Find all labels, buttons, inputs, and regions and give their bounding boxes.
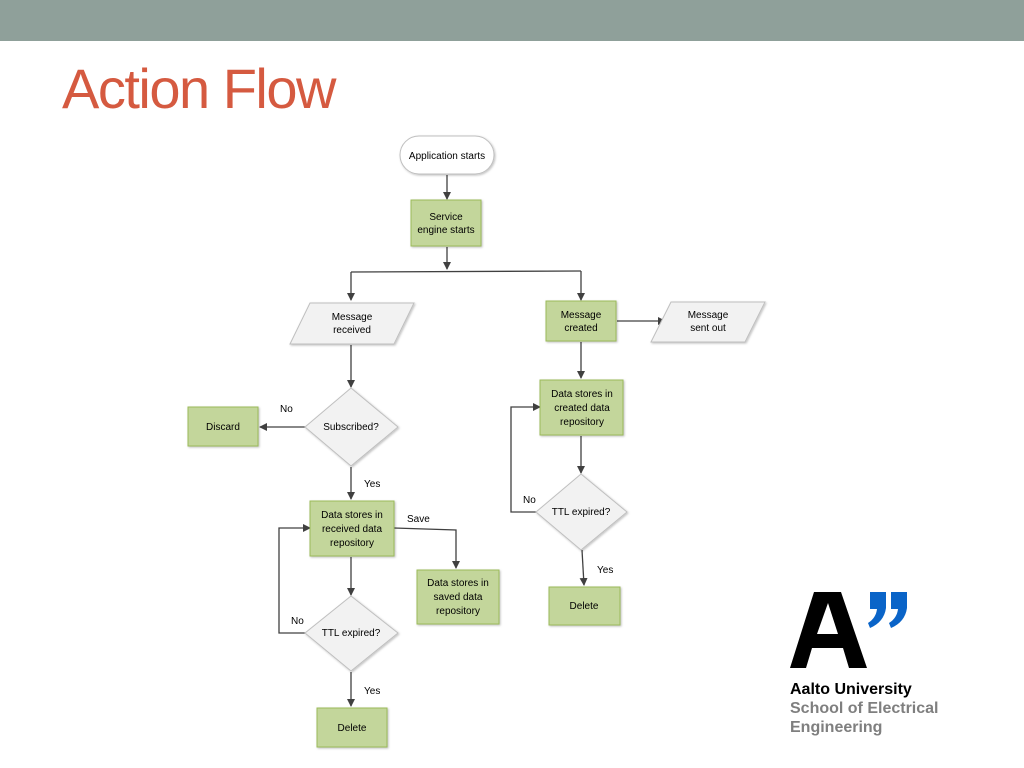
node-label: Data stores in: [551, 389, 613, 400]
node-label: Application starts: [409, 151, 485, 162]
node-label: repository: [330, 538, 374, 549]
node-label: Message: [561, 310, 602, 321]
node-application-starts: Application starts: [399, 135, 495, 175]
node-label: TTL expired?: [552, 507, 611, 518]
aalto-a-logo-icon: [790, 592, 907, 668]
node-label: Data stores in: [321, 510, 383, 521]
header-bar: [0, 0, 1024, 41]
node-label: Delete: [570, 601, 599, 612]
node-label: Message: [332, 312, 373, 323]
node-label: Delete: [338, 723, 367, 734]
node-delete-left: Delete: [316, 707, 388, 748]
edge-label-ttl-left-yes: Yes: [364, 686, 380, 697]
edge-ttl-right-loop: [510, 403, 541, 513]
node-label: TTL expired?: [322, 628, 381, 639]
node-label: engine starts: [417, 225, 474, 236]
edge-label-ttl-right-no: No: [523, 495, 536, 506]
node-message-created: Message created: [545, 300, 617, 342]
edges: [259, 175, 666, 707]
node-label: Service: [429, 212, 463, 223]
node-label: created: [564, 323, 597, 334]
edge-label-ttl-left-no: No: [291, 616, 304, 627]
node-label: Message: [688, 310, 729, 321]
node-label: received: [333, 325, 371, 336]
node-created-data-repository: Data stores in created data repository: [539, 379, 624, 436]
node-message-sent-out: Message sent out: [650, 301, 766, 343]
edge-label-ttl-right-yes: Yes: [597, 565, 613, 576]
node-label: repository: [436, 606, 480, 617]
node-service-engine-starts: Service engine starts: [410, 199, 482, 247]
node-label: repository: [560, 417, 604, 428]
node-ttl-expired-left: TTL expired?: [304, 595, 399, 672]
edge-split-to-received: [351, 270, 582, 300]
node-discard: Discard: [187, 406, 259, 447]
node-received-data-repository: Data stores in received data repository: [309, 500, 395, 557]
logo-school-name-cont: Engineering: [790, 719, 883, 736]
node-label: Data stores in: [427, 578, 489, 589]
node-saved-data-repository: Data stores in saved data repository: [416, 569, 500, 625]
slide-title: Action Flow: [62, 57, 336, 120]
logo-university-name: Aalto University: [790, 681, 912, 698]
node-label: Subscribed?: [323, 422, 379, 433]
node-label: saved data: [434, 592, 483, 603]
node-ttl-expired-right: TTL expired?: [535, 473, 628, 551]
edge-recv-repo-to-saved: [393, 527, 460, 569]
edge-ttl-right-to-delete: [579, 549, 588, 586]
edge-label-subscribed-no: No: [280, 404, 293, 415]
node-label: created data: [554, 403, 610, 414]
logo-school-name: School of Electrical: [790, 700, 939, 717]
aalto-university-logo: Aalto University School of Electrical En…: [790, 590, 970, 740]
node-subscribed-decision: Subscribed?: [304, 387, 399, 467]
node-label: received data: [322, 524, 382, 535]
edge-label-subscribed-yes: Yes: [364, 479, 380, 490]
edge-label-save: Save: [407, 514, 430, 525]
node-label: sent out: [690, 323, 726, 334]
node-delete-right: Delete: [548, 586, 621, 626]
edge-ttl-left-loop: [278, 524, 311, 634]
node-message-received: Message received: [289, 302, 415, 345]
node-label: Discard: [206, 422, 240, 433]
